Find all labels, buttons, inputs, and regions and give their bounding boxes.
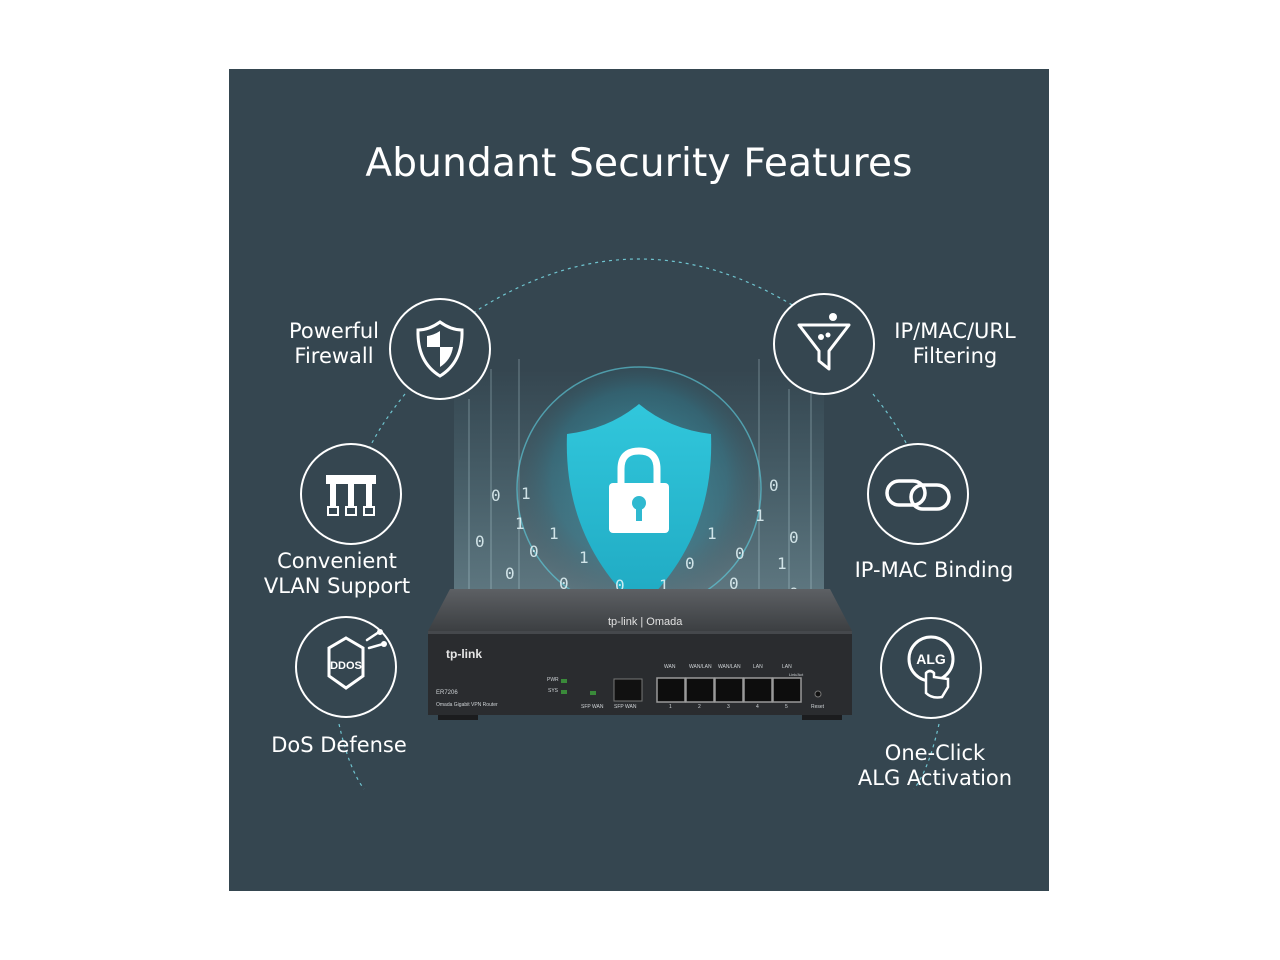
port-number-3: 3 [727, 704, 730, 710]
port-label-2: WAN/LAN [689, 664, 712, 670]
ddos-icon: DDOS [327, 629, 387, 690]
router-brand: tp-link [446, 647, 482, 661]
port-label-5: LAN [782, 664, 792, 670]
router-device: tp-link | Omada tp-link ER7206 Omada Gig… [428, 587, 852, 723]
port-label-4: LAN [753, 664, 763, 670]
router-model: ER7206 [436, 690, 458, 696]
port-number-1: 1 [669, 704, 672, 710]
dos-circle: DDOS [295, 616, 397, 718]
led-sys-label: SYS [548, 688, 559, 694]
svg-text:1: 1 [659, 576, 669, 595]
port-label-1: WAN [664, 664, 676, 670]
svg-text:1: 1 [579, 548, 589, 567]
feature-panel: Abundant Security Features [229, 69, 1049, 891]
svg-text:1: 1 [777, 554, 787, 573]
padlock-shield-icon [609, 447, 669, 533]
svg-text:1: 1 [549, 524, 559, 543]
port-number-4: 4 [756, 704, 759, 710]
filtering-circle [773, 293, 875, 395]
svg-text:1: 1 [707, 524, 717, 543]
svg-text:0: 0 [615, 576, 625, 595]
link-chain-icon [885, 479, 951, 511]
binding-label: IP-MAC Binding [854, 558, 1014, 582]
reset-label: Reset [811, 704, 825, 710]
svg-text:0: 0 [529, 542, 539, 561]
page-title: Abundant Security Features [365, 141, 913, 186]
router-top-brand: tp-link | Omada [608, 616, 683, 628]
linkact-label: Link/Act [789, 672, 804, 677]
alg-badge: ALG [916, 651, 946, 667]
sfp-led-label: SFP WAN [581, 704, 604, 710]
ethernet-ports [656, 677, 802, 703]
port-number-2: 2 [698, 704, 701, 710]
alg-click-icon: ALG [907, 635, 955, 699]
svg-text:0: 0 [729, 574, 739, 593]
dos-label: DoS Defense [271, 733, 407, 757]
led-pwr-label: PWR [547, 677, 559, 683]
svg-text:0: 0 [491, 486, 501, 505]
firewall-circle [389, 298, 491, 400]
svg-text:0: 0 [475, 532, 485, 551]
shield-icon [416, 320, 464, 378]
port-number-5: 5 [785, 704, 788, 710]
svg-text:0: 0 [685, 554, 695, 573]
svg-text:0: 0 [505, 564, 515, 583]
svg-text:1: 1 [515, 514, 525, 533]
binding-circle [867, 443, 969, 545]
port-label-3: WAN/LAN [718, 664, 741, 670]
svg-text:0: 0 [735, 544, 745, 563]
router-description: Omada Gigabit VPN Router [436, 702, 498, 708]
svg-text:1: 1 [521, 484, 531, 503]
funnel-filter-icon [797, 313, 851, 371]
svg-text:0: 0 [789, 528, 799, 547]
svg-text:0: 0 [559, 574, 569, 593]
sfp-port-label: SFP WAN [614, 704, 637, 710]
alg-circle: ALG [880, 617, 982, 719]
vlan-network-icon [326, 475, 376, 516]
svg-text:1: 1 [755, 506, 765, 525]
svg-text:0: 0 [769, 476, 779, 495]
security-glow: 010 010 010 101 010 010 001 [454, 359, 824, 613]
vlan-circle [300, 443, 402, 545]
ddos-badge: DDOS [330, 660, 362, 672]
